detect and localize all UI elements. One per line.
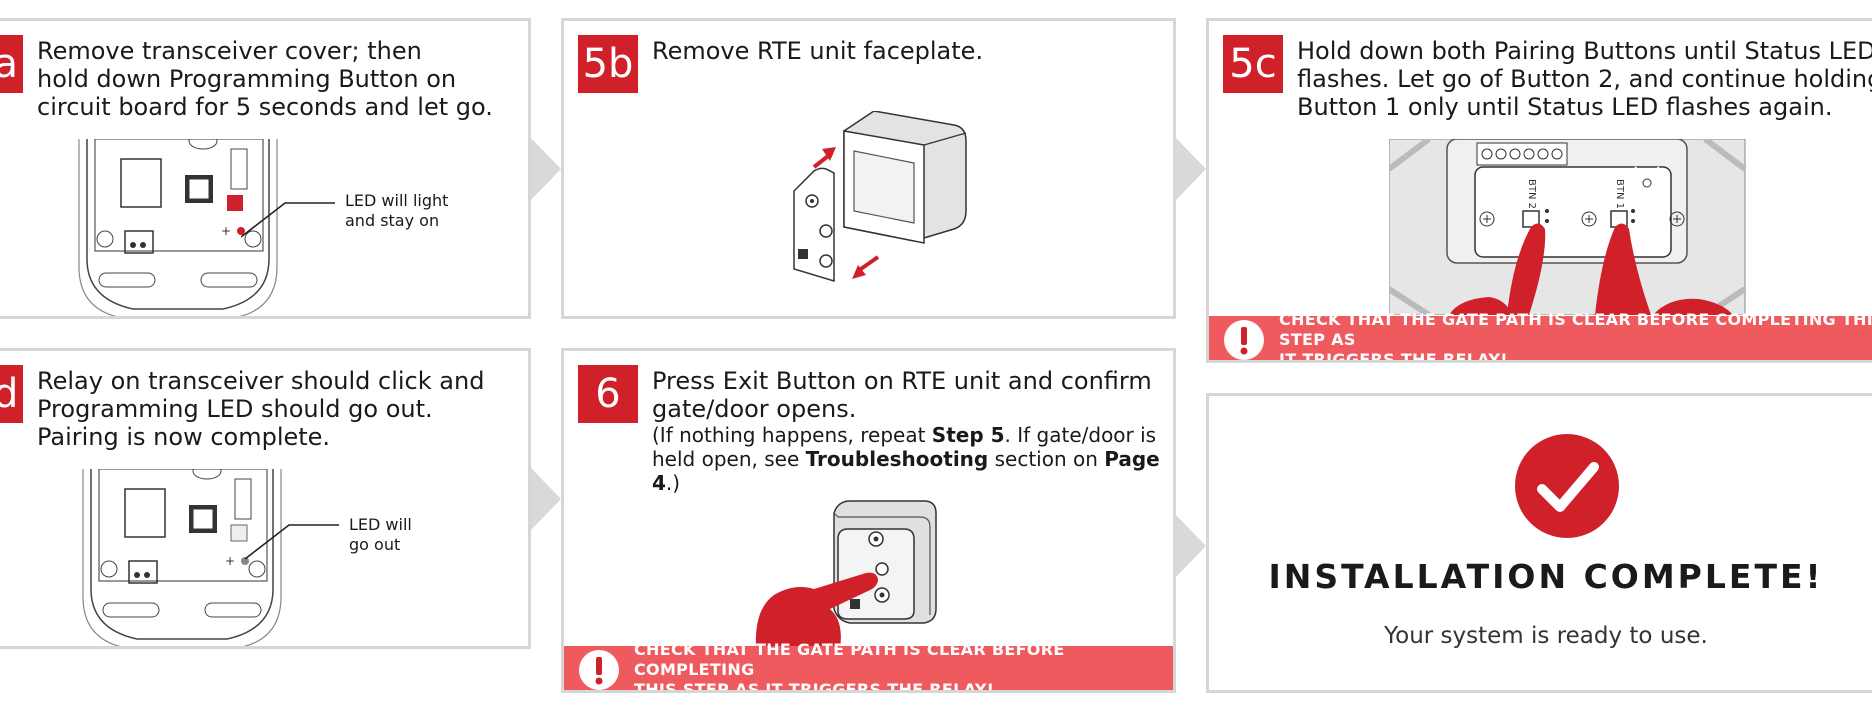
step-badge: 5c [1223, 35, 1283, 93]
btn2-label: BTN 2 [1526, 179, 1537, 209]
heading-line: Hold down both Pairing Buttons until Sta… [1297, 37, 1872, 65]
step-5d-panel: 5d Relay on transceiver should click and… [0, 348, 531, 649]
callout-line-text: LED will light [345, 191, 448, 211]
arrow-right-icon [531, 468, 561, 530]
exit-button-press-illustration [754, 499, 954, 649]
arrow-right-icon [1176, 515, 1206, 577]
pairing-board-illustration: BTN 2 BTN 1 [1389, 139, 1749, 315]
step-5a-panel: 5a Remove transceiver cover; then hold d… [0, 18, 531, 319]
step-instructions: (If nothing happens, repeat Step 5. If g… [652, 423, 1173, 495]
heading-line: Press Exit Button on RTE unit and confir… [652, 367, 1152, 395]
btn1-label: BTN 1 [1614, 179, 1625, 209]
callout-line [241, 201, 335, 241]
arrow-right-icon [1176, 138, 1206, 200]
heading-line: Programming LED should go out. [37, 395, 484, 423]
step-5b-panel: 5b Remove RTE unit faceplate. [561, 18, 1176, 319]
step-heading: Remove transceiver cover; then hold down… [37, 37, 493, 121]
step-badge: 5a [0, 35, 23, 93]
svg-text:+: + [225, 554, 235, 568]
callout-line-text: LED will [349, 515, 412, 535]
heading-line: hold down Programming Button on [37, 65, 493, 93]
warning-icon [578, 649, 620, 691]
installation-complete-panel: INSTALLATION COMPLETE! Your system is re… [1206, 393, 1872, 693]
step-heading: Hold down both Pairing Buttons until Sta… [1297, 37, 1872, 121]
heading-line: circuit board for 5 seconds and let go. [37, 93, 493, 121]
callout-line-text: and stay on [345, 211, 448, 231]
heading-line: Button 1 only until Status LED flashes a… [1297, 93, 1872, 121]
instruction-line: (If nothing happens, repeat Step 5. If g… [652, 423, 1173, 447]
arrow-right-icon [531, 138, 561, 200]
rte-unit-illustration [754, 111, 974, 311]
heading-line: gate/door opens. [652, 395, 1152, 423]
heading-line: Remove RTE unit faceplate. [652, 37, 983, 65]
warning-banner: CHECK THAT THE GATE PATH IS CLEAR BEFORE… [564, 646, 1176, 693]
step-badge: 6 [578, 365, 638, 423]
callout-line [245, 523, 339, 563]
checkmark-icon [1514, 433, 1620, 539]
complete-subtitle: Your system is ready to use. [1209, 623, 1872, 649]
step-badge: 5b [578, 35, 638, 93]
svg-text:+: + [221, 224, 231, 238]
heading-line: Remove transceiver cover; then [37, 37, 493, 65]
complete-title: INSTALLATION COMPLETE! [1209, 557, 1872, 596]
warning-banner: CHECK THAT THE GATE PATH IS CLEAR BEFORE… [1209, 316, 1872, 363]
heading-line: flashes. Let go of Button 2, and continu… [1297, 65, 1872, 93]
step-6-panel: 6 Press Exit Button on RTE unit and conf… [561, 348, 1176, 693]
step-heading: Remove RTE unit faceplate. [652, 37, 983, 65]
warning-icon [1223, 319, 1265, 361]
heading-line: Pairing is now complete. [37, 423, 484, 451]
warning-text: CHECK THAT THE GATE PATH IS CLEAR BEFORE… [1279, 310, 1872, 364]
instruction-line: held open, see Troubleshooting section o… [652, 447, 1173, 495]
led-callout: LED will go out [349, 515, 412, 555]
step-heading: Press Exit Button on RTE unit and confir… [652, 367, 1152, 423]
led-callout: LED will light and stay on [345, 191, 448, 231]
callout-line-text: go out [349, 535, 412, 555]
warning-text: CHECK THAT THE GATE PATH IS CLEAR BEFORE… [634, 640, 1176, 694]
step-badge: 5d [0, 365, 23, 423]
heading-line: Relay on transceiver should click and [37, 367, 484, 395]
step-5c-panel: 5c Hold down both Pairing Buttons until … [1206, 18, 1872, 363]
step-heading: Relay on transceiver should click and Pr… [37, 367, 484, 451]
